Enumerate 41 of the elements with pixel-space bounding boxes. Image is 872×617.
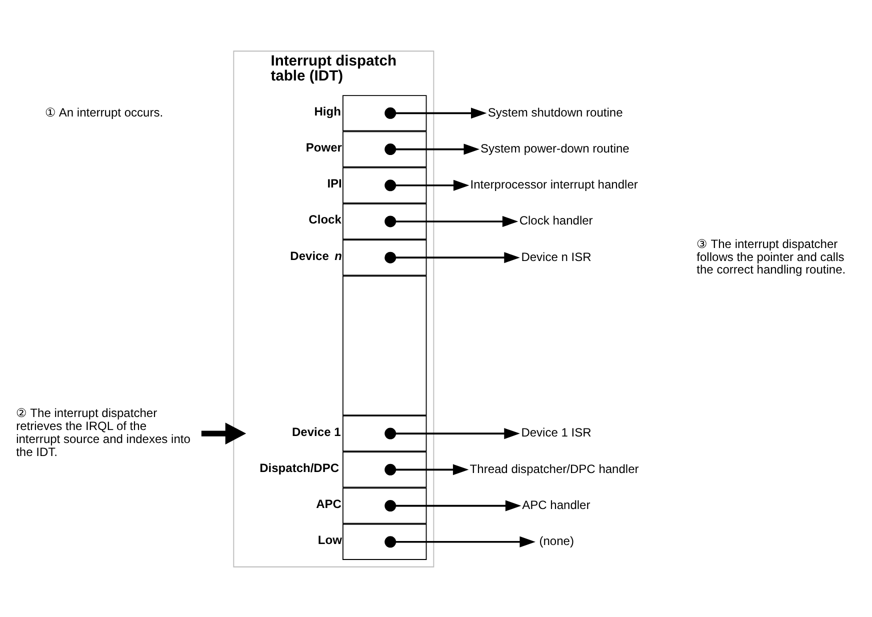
arrow [384,251,520,263]
node-box [342,166,427,203]
node-text: (none) [539,534,574,548]
node-text: Thread dispatcher/DPC handler [470,461,639,476]
node-text: System power-down routine [480,140,630,155]
node-box [342,275,427,415]
arrow [384,215,518,227]
arrow [384,106,487,118]
node-box [342,239,427,276]
node-text: Interprocessor interrupt handler [470,177,638,192]
node-box [342,94,427,131]
arrow [384,179,470,191]
arrow [201,422,246,444]
node-box [342,487,427,524]
node-label: High [314,104,341,118]
label: ① An interrupt occurs. [45,104,164,119]
node-label: Device n [290,248,342,262]
node-label: Power [306,140,342,154]
arrow [384,463,469,475]
node-box [342,451,427,488]
node-box [342,414,427,452]
node-box [342,202,427,240]
arrow [384,500,522,512]
node-text: Device 1 ISR [521,425,592,440]
node-label: Dispatch/DPC [260,460,340,474]
node-label: Clock [308,212,342,226]
node-text: ② The interrupt dispatcher retrieves the IRQL of the interrupt source and indexes into the IDT. [16,406,190,459]
arrow [384,427,520,439]
node-box [342,523,427,560]
node-text: APC handler [522,497,590,512]
label: ③ The interrupt dispatcher follows the pointer and calls the correct handling routine. [696,236,846,276]
arrow [384,143,480,154]
node-label: Device 1 [292,424,341,438]
arrow [384,536,536,548]
node-label: APC [316,496,342,510]
node-text: Device n ISR [521,249,592,264]
node-label: IPI [327,176,342,190]
node-text: System shutdown routine [488,104,623,119]
node-box [342,130,427,167]
node-label: Low [318,532,342,547]
node-text: Clock handler [519,213,593,228]
